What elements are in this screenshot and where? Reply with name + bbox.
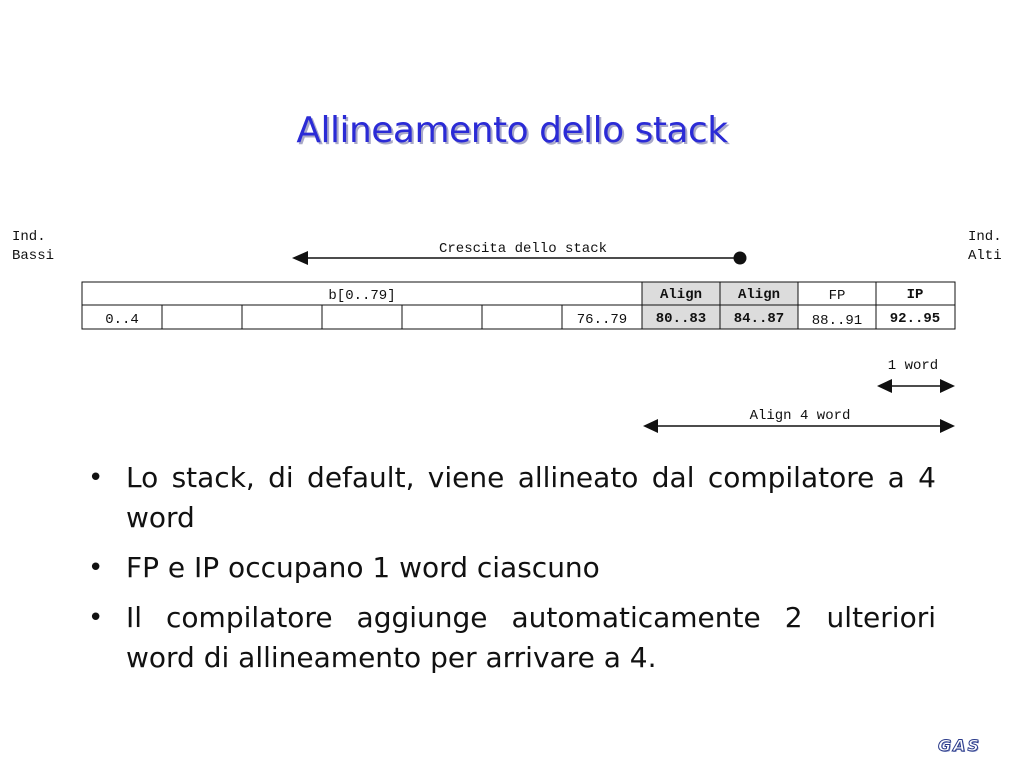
byte-range-80: 80..83 xyxy=(656,311,706,327)
byte-cell-5 xyxy=(481,304,563,330)
one-word-arrow-right-head xyxy=(940,379,955,393)
one-word-label: 1 word xyxy=(888,358,938,374)
byte-cell-9 xyxy=(797,304,877,330)
low-address-label-1: Ind. xyxy=(12,229,46,245)
byte-range-84: 84..87 xyxy=(734,311,784,327)
align-span-arrow-left-head xyxy=(643,419,658,433)
growth-arrow-head xyxy=(292,251,308,265)
byte-cell-3 xyxy=(321,304,403,330)
stack-start-dot xyxy=(733,251,747,265)
gas-logo: GAS xyxy=(937,736,982,756)
growth-label: Crescita dello stack xyxy=(439,241,607,257)
byte-range-76: 76..79 xyxy=(577,312,627,328)
byte-cell-4 xyxy=(401,304,483,330)
fp-label: FP xyxy=(829,288,846,304)
bullet-item: Lo stack, di default, viene allineato da… xyxy=(88,458,936,538)
stack-diagram: Ind. Bassi Ind. Alti Crescita dello stac… xyxy=(12,229,1002,433)
high-address-label-2: Alti xyxy=(968,248,1002,264)
byte-range-0: 0..4 xyxy=(105,312,139,328)
byte-cell-0 xyxy=(81,304,163,330)
byte-range-92: 92..95 xyxy=(890,311,940,327)
byte-cell-2 xyxy=(241,304,323,330)
byte-cell-6 xyxy=(561,304,643,330)
align-label-1: Align xyxy=(660,287,702,303)
byte-range-88: 88..91 xyxy=(812,313,862,329)
one-word-arrow-left-head xyxy=(877,379,892,393)
slide-title: Allineamento dello stack xyxy=(296,110,728,151)
byte-cell-10 xyxy=(875,304,956,330)
low-address-label-2: Bassi xyxy=(12,248,54,264)
byte-cell-8 xyxy=(719,304,799,330)
bullet-item: FP e IP occupano 1 word ciascuno xyxy=(88,548,936,588)
buffer-label: b[0..79] xyxy=(328,288,395,304)
byte-cell-7 xyxy=(641,304,721,330)
align-label-2: Align xyxy=(738,287,780,303)
high-address-label-1: Ind. xyxy=(968,229,1002,245)
bullet-item: Il compilatore aggiunge automaticamente … xyxy=(88,598,936,678)
bullet-list: Lo stack, di default, viene allineato da… xyxy=(88,458,936,688)
ip-label: IP xyxy=(907,287,924,303)
align-span-label: Align 4 word xyxy=(750,408,851,424)
byte-cell-1 xyxy=(161,304,243,330)
align-span-arrow-right-head xyxy=(940,419,955,433)
